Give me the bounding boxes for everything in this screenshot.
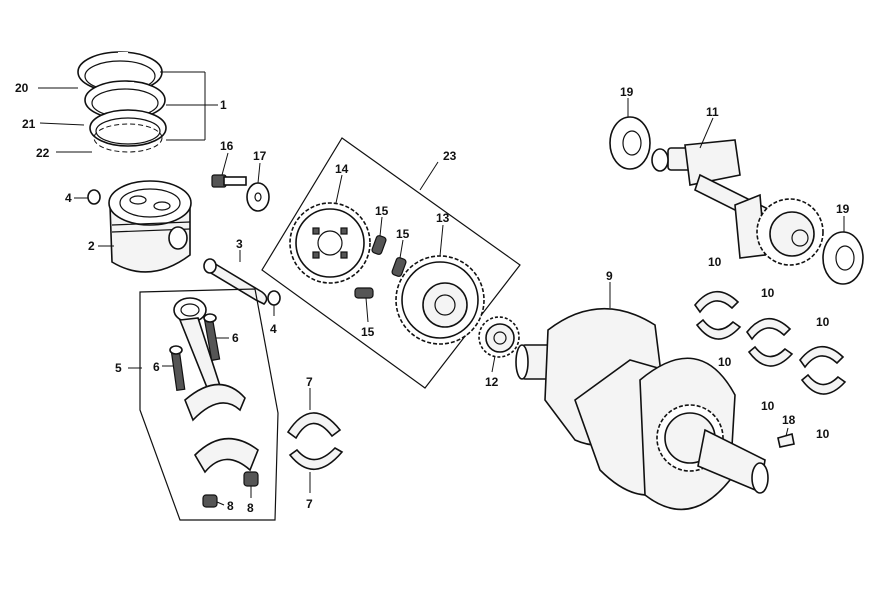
spring-c[interactable] [354,287,374,299]
piston[interactable] [108,180,192,273]
callout-17: 17 [253,149,267,163]
callout-8-left: 8 [227,499,234,513]
bearing-a[interactable] [609,116,651,170]
leader-lines [38,71,845,506]
pin-clip-upper[interactable] [87,189,101,205]
rod-nut-b[interactable] [243,471,259,487]
gear-assy-frame [261,137,521,389]
callout-22: 22 [36,146,50,160]
callout-3: 3 [236,237,243,251]
connecting-rod[interactable] [173,297,259,474]
pin-clip-lower[interactable] [267,290,281,306]
callout-10-c: 10 [761,286,775,300]
rod-bearing-lower[interactable] [288,446,344,471]
connecting-rod-frame [139,288,279,521]
callout-10-a: 10 [708,255,722,269]
sub-gear[interactable] [289,202,371,284]
callout-23: 23 [443,149,457,163]
main-bearing-2-upper[interactable] [745,317,792,341]
callout-19-left: 19 [620,85,634,99]
callout-12: 12 [485,375,499,389]
callout-9: 9 [606,269,613,283]
main-bearing-1-upper[interactable] [693,290,740,314]
callout-13: 13 [436,211,450,225]
main-bearing-1-lower[interactable] [695,318,742,340]
callout-5: 5 [115,361,122,375]
callout-11: 11 [706,105,719,119]
flange-bolt[interactable] [211,174,247,188]
callout-14: 14 [335,162,349,176]
callout-16: 16 [220,139,234,153]
callout-21: 21 [22,117,36,131]
spring-b[interactable] [391,257,407,277]
callout-10-b: 10 [718,355,732,369]
rod-bolt[interactable] [203,313,221,362]
washer[interactable] [246,182,270,212]
callout-10-e: 10 [816,315,830,329]
callout-6-right: 6 [232,331,239,345]
callout-15-b: 15 [396,227,410,241]
callout-4-lower: 4 [270,322,277,336]
callout-15-c: 15 [361,325,375,339]
callout-10-d: 10 [761,399,775,413]
callout-7-upper: 7 [306,375,313,389]
woodruff-key[interactable] [777,432,795,448]
spring-a[interactable] [371,235,387,255]
piston-rings[interactable] [77,51,167,153]
callout-18: 18 [782,413,796,427]
main-bearing-2-lower[interactable] [747,345,794,367]
bearing-b[interactable] [822,231,864,285]
callout-15-a: 15 [375,204,389,218]
main-bearing-3-lower[interactable] [800,373,847,395]
main-bearing-3-upper[interactable] [798,345,845,369]
rod-nut-a[interactable] [202,494,218,508]
callout-2: 2 [88,239,95,253]
callout-20: 20 [15,81,29,95]
drive-sprocket[interactable] [478,316,520,358]
callout-10-f: 10 [816,427,830,441]
crankshaft[interactable] [515,307,769,511]
callout-1: 1 [220,98,227,112]
primary-gear[interactable] [395,255,485,345]
callout-8-right: 8 [247,501,254,515]
callout-19-right: 19 [836,202,850,216]
piston-pin[interactable] [203,258,268,305]
callout-6-left: 6 [153,360,160,374]
callout-4-upper: 4 [65,191,72,205]
balancer-shaft[interactable] [651,139,824,266]
callout-labels: 1 20 21 22 4 2 3 4 5 6 6 7 7 8 8 16 17 1… [15,81,850,515]
rod-bolt-stud[interactable] [169,345,186,392]
rod-bearing-upper[interactable] [286,412,342,440]
callout-7-lower: 7 [306,497,313,511]
